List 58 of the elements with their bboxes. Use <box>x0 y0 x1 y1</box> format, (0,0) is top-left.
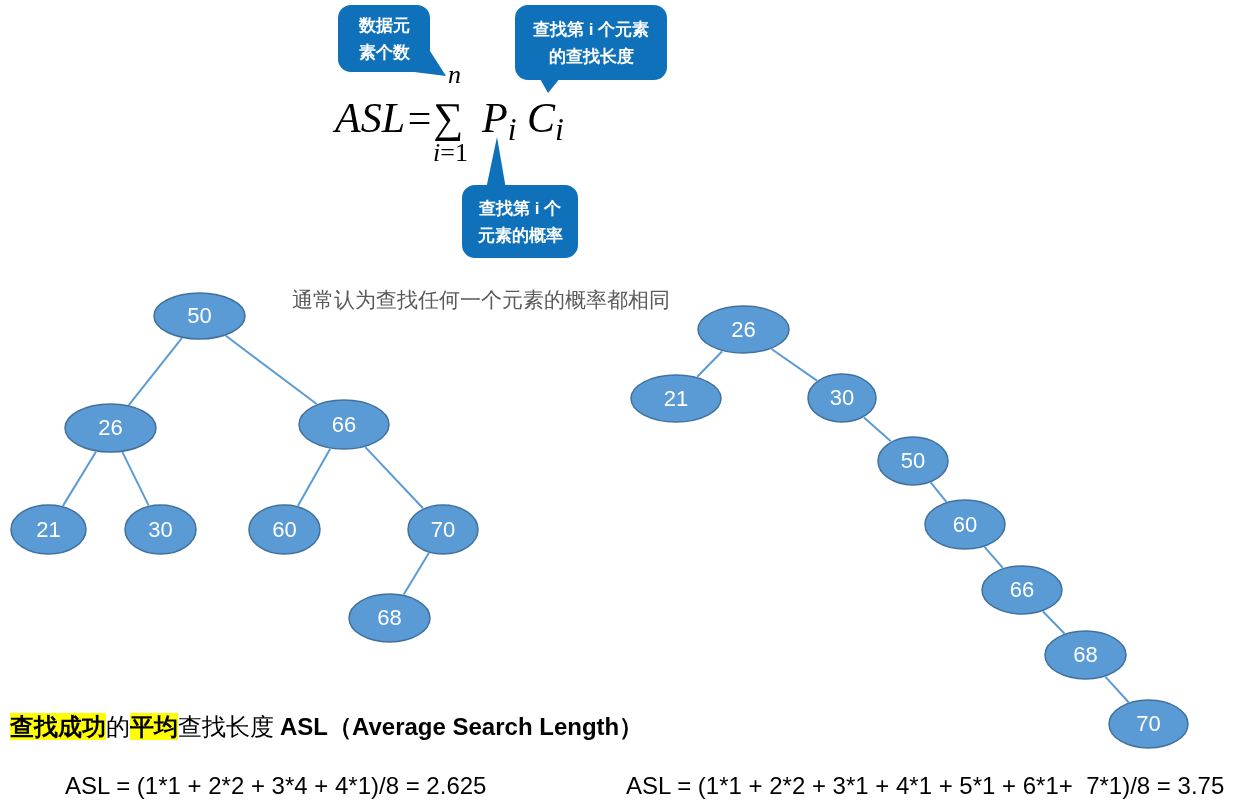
tree-node <box>298 399 390 450</box>
tree-edge <box>364 446 424 510</box>
note-text: 通常认为查找任何一个元素的概率都相同 <box>292 287 670 313</box>
node-value: 50 <box>187 305 212 327</box>
tree-node <box>807 373 877 423</box>
node-value: 66 <box>1009 579 1035 601</box>
tree-edge <box>983 545 1004 569</box>
tree-edge <box>929 481 948 503</box>
node-value: 68 <box>377 607 402 629</box>
tree-edge <box>402 551 430 596</box>
tree-node <box>10 504 87 555</box>
tree-node <box>981 565 1063 615</box>
tree-node <box>248 504 321 555</box>
tree-edge <box>121 451 150 507</box>
node-value: 26 <box>731 318 756 341</box>
tree-edge <box>296 447 332 507</box>
tree-node <box>924 499 1006 550</box>
summation-lower-limit: i=1 <box>433 140 468 166</box>
node-value: 66 <box>331 413 357 436</box>
node-value: 70 <box>430 518 456 541</box>
tree-edge <box>61 450 97 507</box>
callout-text: 数据元素个数 <box>357 14 411 64</box>
tree-edge <box>224 334 318 405</box>
tree-edge <box>1104 675 1130 704</box>
node-value: 30 <box>829 387 855 409</box>
callout-text: 查找第 i 个元素的概率 <box>476 197 564 247</box>
formula-text: ASL = (1*1 + 2*2 + 3*4 + 4*1)/8 = 2.625 <box>65 771 487 801</box>
tree-node <box>1044 630 1127 680</box>
tree-node <box>407 504 479 555</box>
speech-bubble <box>515 5 667 93</box>
tree-node <box>877 436 949 486</box>
formula-text: ASL = (1*1 + 2*2 + 3*1 + 4*1 + 5*1 + 6*1+ 7*1)/8 = 3.75 <box>626 771 1225 801</box>
node-value: 60 <box>272 518 297 541</box>
tree-node <box>64 403 157 453</box>
tree-edge <box>1042 610 1066 635</box>
node-value: 50 <box>900 450 926 472</box>
heading-text: 查找成功的平均查找长度 ASL（Average Search Length） <box>10 712 644 742</box>
tree-node <box>153 292 246 340</box>
formula-text: P$_{i}$ C$_{i}$ <box>482 97 564 139</box>
node-value: 26 <box>98 417 123 439</box>
tree-edge <box>770 348 818 382</box>
summation-upper-limit: n <box>448 62 461 88</box>
tree-node <box>630 374 722 423</box>
node-value: 70 <box>1136 713 1161 735</box>
tree-node <box>124 504 197 555</box>
node-value: 60 <box>952 513 978 536</box>
tree-node <box>1108 699 1189 749</box>
node-value: 21 <box>36 518 61 541</box>
node-value: 30 <box>148 518 173 541</box>
tree-edge <box>862 416 892 443</box>
tree-node <box>697 305 790 354</box>
speech-bubble <box>338 5 446 76</box>
callout-text: 查找第 i 个元素的查找长度 <box>531 18 651 68</box>
tree-edge <box>127 337 183 406</box>
tree-node <box>348 593 431 643</box>
node-value: 21 <box>663 387 689 410</box>
node-value: 68 <box>1073 644 1098 666</box>
tree-edge <box>696 350 724 378</box>
